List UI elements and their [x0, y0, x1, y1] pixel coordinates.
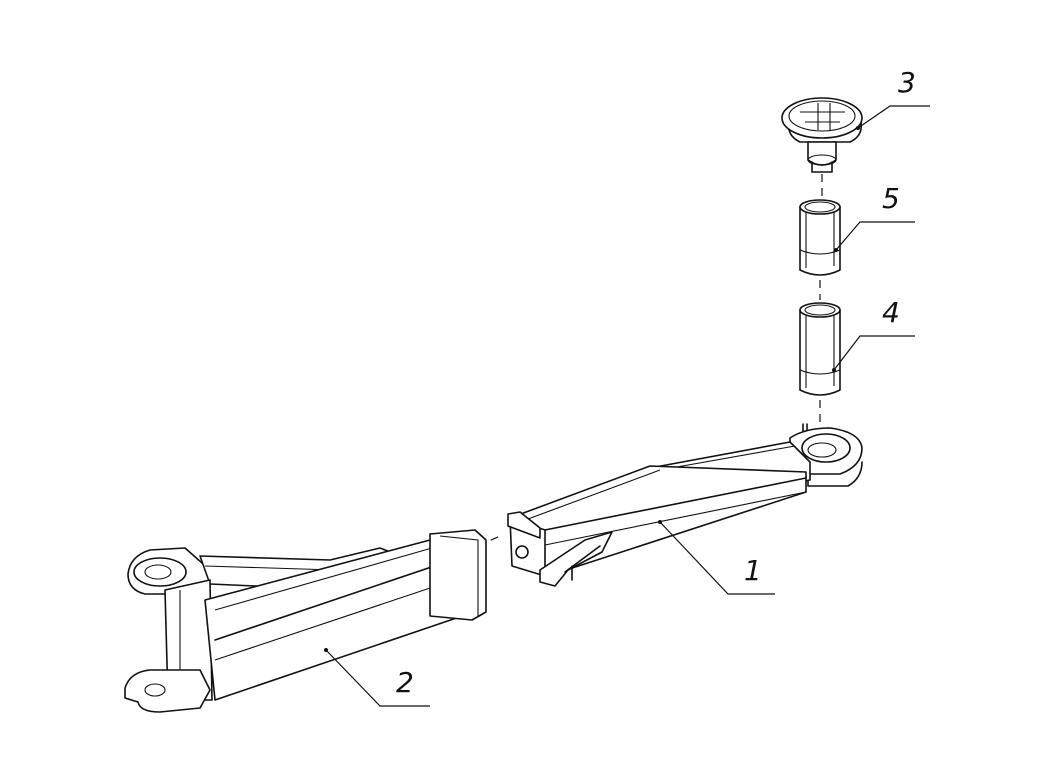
part-5-upper-sleeve: [799, 199, 841, 276]
leader-4: [833, 335, 915, 371]
leader-3: [857, 105, 930, 129]
leader-2: [325, 649, 430, 707]
callout-4: 4: [882, 296, 900, 329]
part-2-outer-arm: [124, 529, 487, 713]
leader-1: [659, 521, 775, 595]
leader-lines: [325, 105, 930, 707]
part-4-lower-sleeve: [799, 302, 841, 396]
part-1-inner-arm: [507, 423, 863, 587]
part-3-lifting-pad: [781, 97, 863, 173]
callout-5: 5: [882, 182, 900, 215]
callout-3: 3: [898, 66, 916, 99]
callout-2: 2: [396, 666, 414, 699]
leader-5: [835, 221, 915, 251]
callout-labels: 3 5 4 1 2: [396, 66, 916, 699]
callout-1: 1: [744, 554, 762, 587]
